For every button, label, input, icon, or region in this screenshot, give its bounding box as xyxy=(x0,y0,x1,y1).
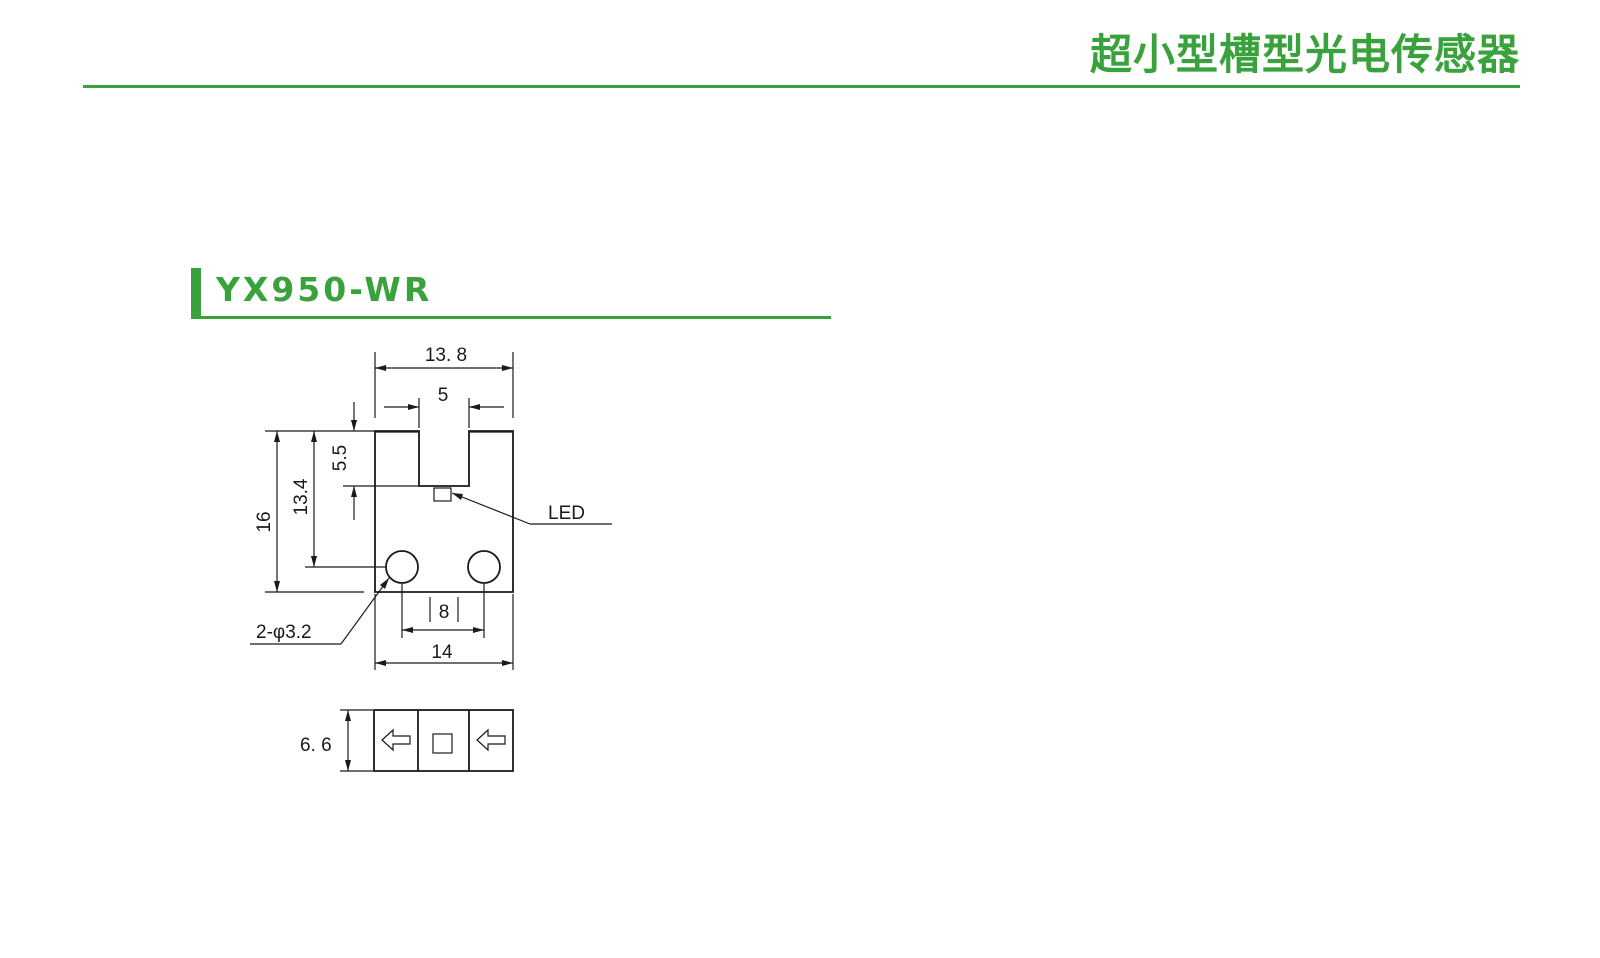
dim-slot-width: 5 xyxy=(438,385,449,406)
mounting-hole-left xyxy=(385,550,419,584)
arrowhead xyxy=(502,365,513,371)
arrowhead xyxy=(274,581,280,592)
arrowhead xyxy=(375,365,386,371)
section-divider xyxy=(191,316,831,319)
top-view-outline xyxy=(373,709,514,772)
arrowhead xyxy=(469,404,480,410)
arrowhead xyxy=(345,760,351,771)
leader-line xyxy=(340,577,390,645)
dim-overall-width-top: 13. 8 xyxy=(425,345,467,366)
dim-hole-pitch: 8 xyxy=(439,602,450,623)
arrowhead xyxy=(351,420,357,431)
dim-overall-width-bottom: 14 xyxy=(431,642,453,663)
sensor-body-outline xyxy=(374,430,514,593)
dim-optical-axis-height: 13.4 xyxy=(291,478,312,515)
mounting-hole-right xyxy=(467,550,501,584)
section-accent-bar xyxy=(191,268,201,319)
arrowhead xyxy=(380,578,389,589)
model-title: YX950-WR xyxy=(216,270,433,309)
arrowhead xyxy=(351,486,357,497)
square-icon xyxy=(432,733,453,754)
arrowhead xyxy=(502,660,513,666)
dim-thickness: 6. 6 xyxy=(300,735,332,756)
led-marker xyxy=(433,487,452,502)
arrowhead xyxy=(408,404,419,410)
page-title: 超小型槽型光电传感器 xyxy=(1089,30,1520,79)
leader-line xyxy=(451,492,531,525)
arrow-left-icon xyxy=(381,728,411,752)
arrowhead xyxy=(452,493,463,500)
arrowhead xyxy=(311,431,317,442)
arrowhead xyxy=(473,627,484,633)
arrowhead xyxy=(274,431,280,442)
dim-slot-depth: 5.5 xyxy=(330,445,351,471)
arrowhead xyxy=(345,710,351,721)
arrowhead xyxy=(311,556,317,567)
arrowhead xyxy=(402,627,413,633)
holes-label: 2-φ3.2 xyxy=(256,622,312,643)
arrow-left-icon xyxy=(476,728,506,752)
header-divider xyxy=(83,85,1520,88)
arrowhead xyxy=(375,660,386,666)
dim-overall-height: 16 xyxy=(254,511,275,532)
led-label: LED xyxy=(548,503,585,524)
